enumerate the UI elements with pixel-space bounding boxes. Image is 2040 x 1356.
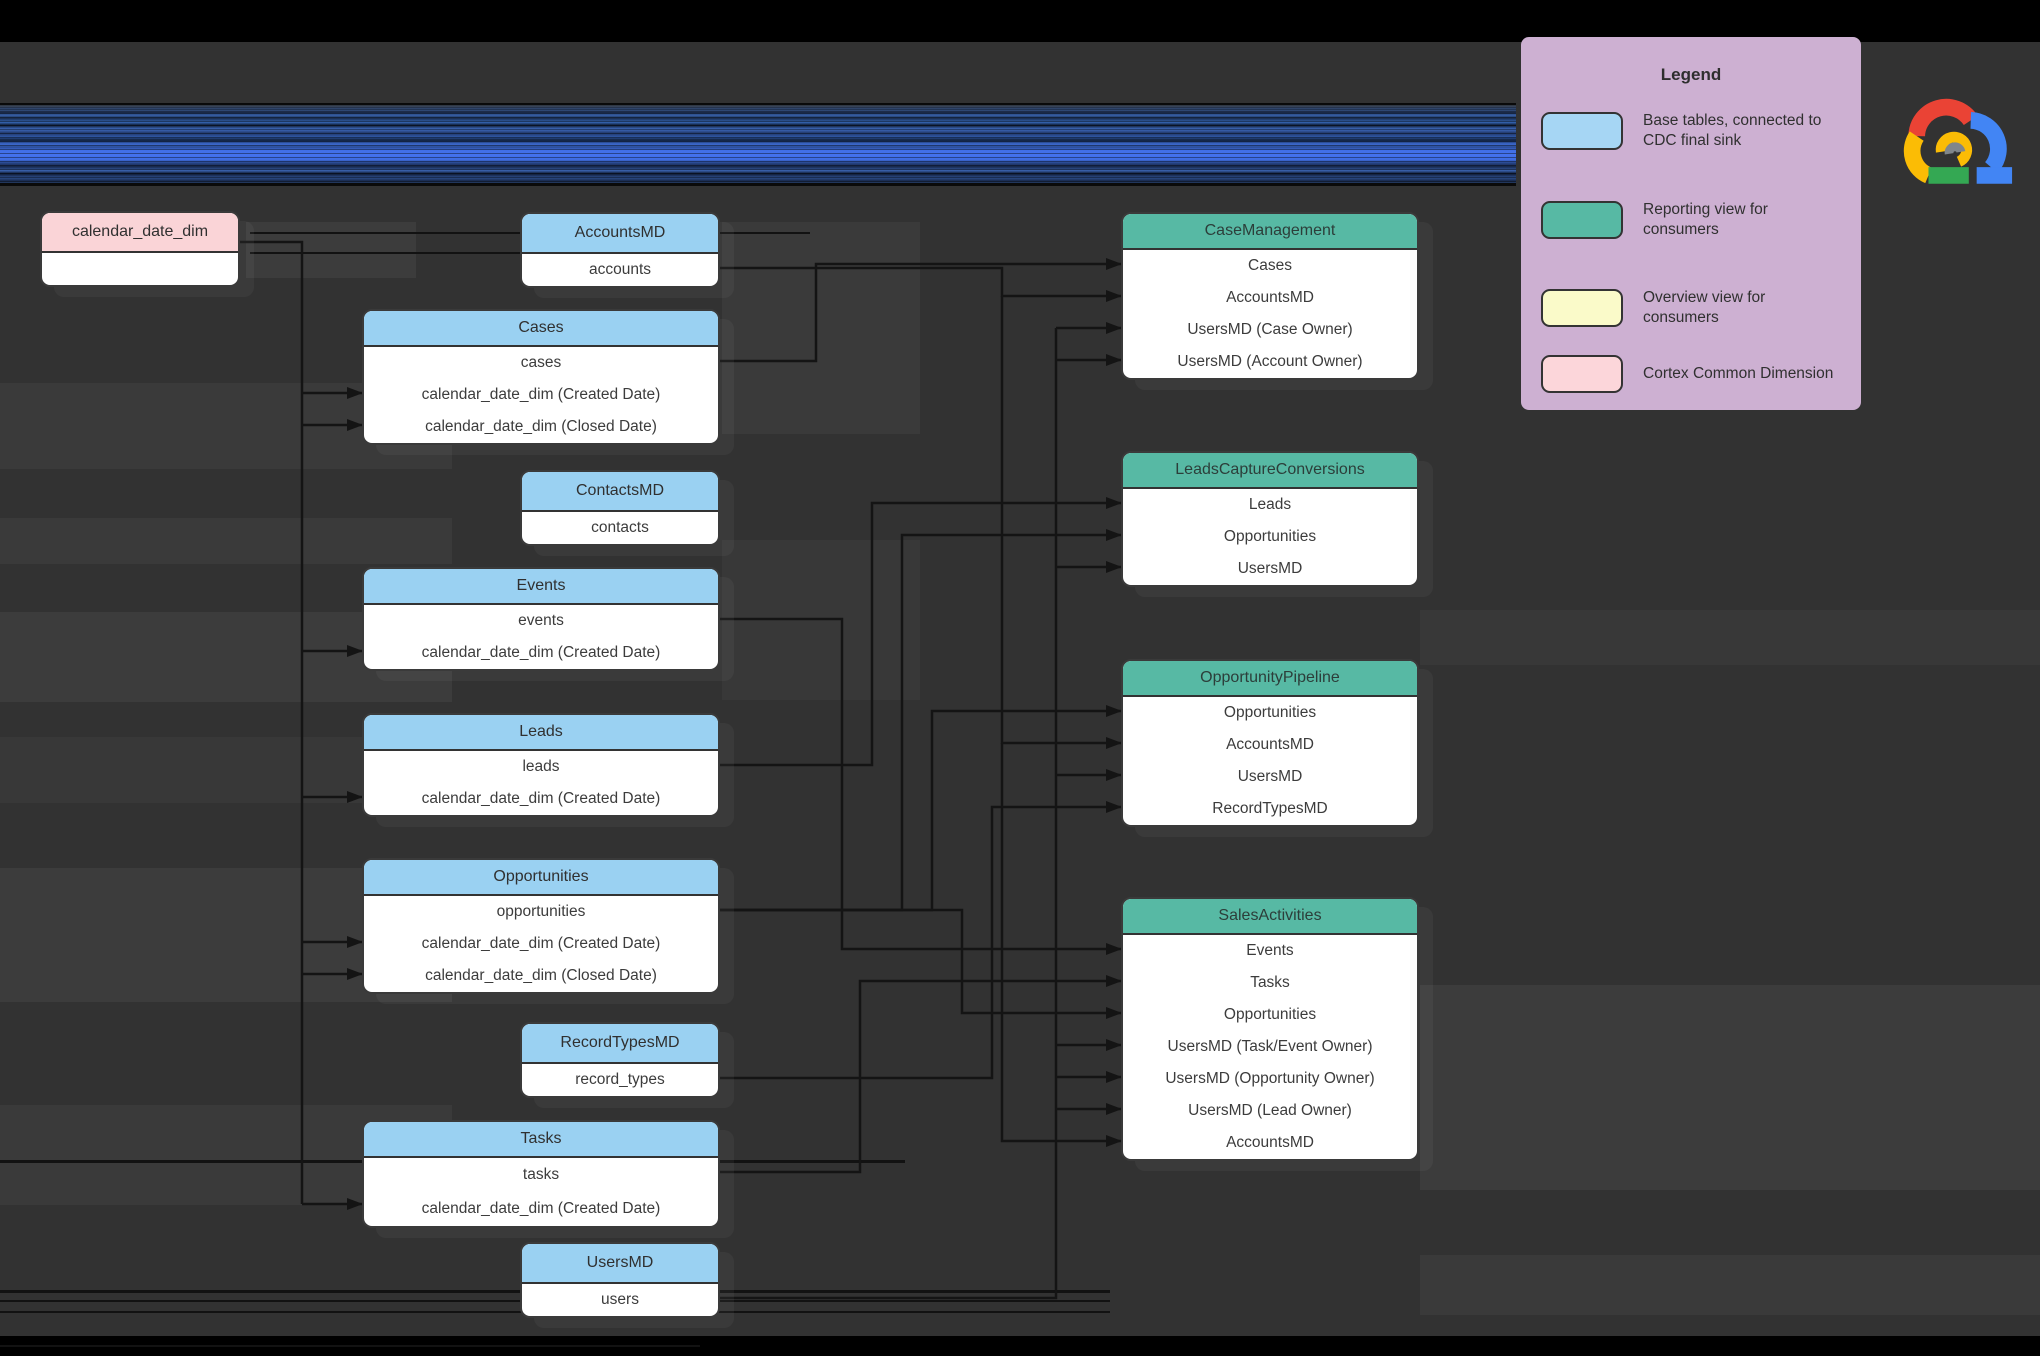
entity-row: calendar_date_dim (Closed Date) xyxy=(425,418,657,435)
background-band xyxy=(1420,1255,2040,1315)
entity-row: calendar_date_dim (Closed Date) xyxy=(425,967,657,984)
entity-title: ContactsMD xyxy=(522,472,718,512)
entity-accountsmd[interactable]: AccountsMD accounts xyxy=(520,212,720,288)
entity-row: cases xyxy=(520,354,562,371)
reporting-view-swatch xyxy=(1541,201,1623,240)
entity-row: Tasks xyxy=(1250,974,1290,991)
legend-item: Reporting view for consumers xyxy=(1541,200,1843,241)
entity-leads[interactable]: Leads leads calendar_date_dim (Created Dat… xyxy=(362,713,720,817)
entity-title: CaseManagement xyxy=(1123,214,1417,250)
entity-opportunities[interactable]: Opportunities opportunities calendar_date_… xyxy=(362,858,720,994)
entity-row: UsersMD (Account Owner) xyxy=(1177,353,1363,370)
entity-row: leads xyxy=(522,758,560,775)
entity-row: calendar_date_dim (Created Date) xyxy=(421,644,661,661)
background-band xyxy=(1420,610,2040,665)
cortex-common-dimension-swatch xyxy=(1541,355,1623,393)
entity-calendar_date_dim[interactable]: calendar_date_dim xyxy=(40,211,240,287)
entity-tasks[interactable]: Tasks tasks calendar_date_dim (Created Dat… xyxy=(362,1120,720,1228)
entity-row: UsersMD xyxy=(1237,768,1303,785)
entity-row: RecordTypesMD xyxy=(1212,800,1328,817)
background-band xyxy=(722,540,920,700)
entity-usersmd[interactable]: UsersMD users xyxy=(520,1242,720,1318)
entity-row: UsersMD xyxy=(1237,560,1303,577)
background-band xyxy=(1420,985,2040,1190)
entity-title: RecordTypesMD xyxy=(522,1024,718,1064)
entity-title: Events xyxy=(364,569,718,605)
entity-row: users xyxy=(601,1291,639,1308)
entity-row: calendar_date_dim (Created Date) xyxy=(421,386,661,403)
entity-row: Events xyxy=(1246,942,1294,959)
entity-row: Cases xyxy=(1248,257,1292,274)
entity-row: UsersMD (Case Owner) xyxy=(1187,321,1353,338)
base-tables-swatch xyxy=(1541,112,1623,151)
entity-row: Opportunities xyxy=(1223,1006,1317,1023)
legend-item: Cortex Common Dimension xyxy=(1541,355,1843,393)
entity-row: AccountsMD xyxy=(1226,736,1314,753)
entity-row: AccountsMD xyxy=(1226,289,1314,306)
entity-row: Opportunities xyxy=(1223,704,1317,721)
entity-row: UsersMD (Task/Event Owner) xyxy=(1167,1038,1373,1055)
entity-row: UsersMD (Lead Owner) xyxy=(1188,1102,1352,1119)
entity-title: SalesActivities xyxy=(1123,899,1417,935)
entity-row: calendar_date_dim (Created Date) xyxy=(421,790,661,807)
legend-item-label: Overview view for consumers xyxy=(1643,289,1766,327)
entity-events[interactable]: Events events calendar_date_dim (Created D… xyxy=(362,567,720,671)
entity-row: calendar_date_dim (Created Date) xyxy=(421,1200,661,1217)
overview-view-swatch xyxy=(1541,289,1623,328)
legend-item: Overview view for consumers xyxy=(1541,288,1843,329)
background-band xyxy=(246,222,416,278)
entity-row: UsersMD (Opportunity Owner) xyxy=(1165,1070,1375,1087)
entity-row: AccountsMD xyxy=(1226,1134,1314,1151)
google-cloud-logo xyxy=(1903,98,2013,184)
entity-row: tasks xyxy=(522,1166,560,1183)
entity-title: calendar_date_dim xyxy=(42,213,238,253)
blue-striped-band xyxy=(0,103,1516,186)
entity-row: contacts xyxy=(591,519,649,536)
legend-item-label: Reporting view for consumers xyxy=(1643,201,1768,239)
entity-recordtypesmd[interactable]: RecordTypesMD record_types xyxy=(520,1022,720,1098)
entity-row: Leads xyxy=(1248,496,1292,513)
legend-item-label: Cortex Common Dimension xyxy=(1643,364,1834,382)
legend-item: Base tables, connected to CDC final sink xyxy=(1541,111,1843,152)
entity-title: Leads xyxy=(364,715,718,751)
entity-contactsmd[interactable]: ContactsMD contacts xyxy=(520,470,720,546)
entity-title: Cases xyxy=(364,311,718,347)
bottom-black-bar xyxy=(0,1336,2040,1356)
legend-title: Legend xyxy=(1660,65,1722,84)
entity-row: accounts xyxy=(588,261,652,278)
entity-row xyxy=(42,253,238,285)
entity-title: LeadsCaptureConversions xyxy=(1123,453,1417,489)
entity-row: Opportunities xyxy=(1223,528,1317,545)
background-band xyxy=(722,222,920,434)
entity-row: record_types xyxy=(575,1071,665,1088)
entity-row: calendar_date_dim (Created Date) xyxy=(421,935,661,952)
entity-title: UsersMD xyxy=(522,1244,718,1284)
background-band xyxy=(0,518,452,564)
entity-title: AccountsMD xyxy=(522,214,718,254)
top-black-bar xyxy=(0,0,2040,42)
entity-row: events xyxy=(518,612,564,629)
entity-title: OpportunityPipeline xyxy=(1123,661,1417,697)
entity-row: opportunities xyxy=(496,903,586,920)
entity-title: Opportunities xyxy=(364,860,718,896)
entity-title: Tasks xyxy=(364,1122,718,1158)
entity-cases[interactable]: Cases cases calendar_date_dim (Created Dat… xyxy=(362,309,720,445)
legend-item-label: Base tables, connected to CDC final sink xyxy=(1643,112,1822,150)
legend: Legend Base tables, connected to CDC fin… xyxy=(1521,37,1861,410)
